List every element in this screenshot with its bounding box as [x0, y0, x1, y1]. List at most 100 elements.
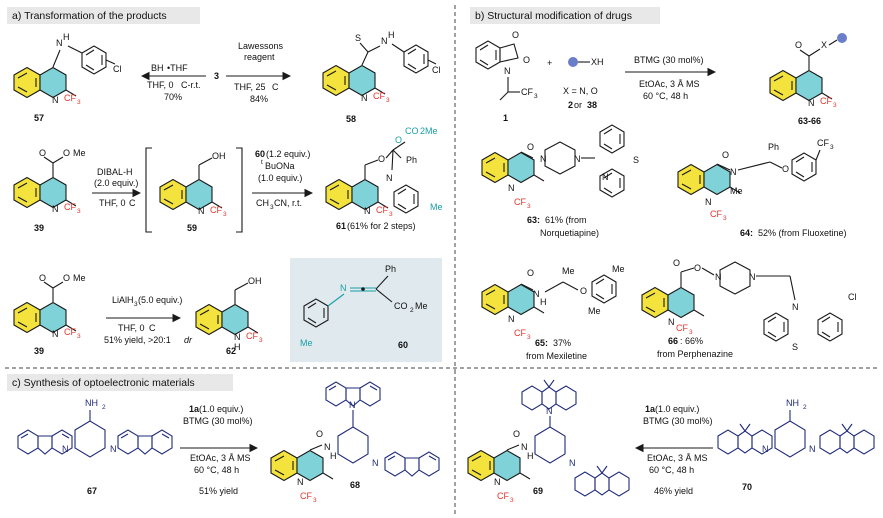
svg-text:S: S	[792, 342, 798, 352]
svg-text:Me: Me	[612, 264, 625, 274]
svg-text:BTMG (30 mol%): BTMG (30 mol%)	[183, 416, 253, 426]
svg-text:from Mexiletine: from Mexiletine	[526, 351, 587, 361]
svg-text:CF: CF	[64, 93, 76, 103]
svg-text:N: N	[198, 206, 205, 216]
compound-57: N H Cl N CF 3 57	[13, 32, 122, 123]
svg-text:NH: NH	[786, 398, 799, 408]
svg-text:3: 3	[313, 497, 317, 504]
product-63-66: O X N CF 3 63-66	[769, 33, 847, 126]
svg-text:dr: dr	[184, 335, 193, 345]
svg-text:THF, 0: THF, 0	[118, 323, 145, 333]
svg-text:3: 3	[389, 211, 393, 218]
svg-text:CF: CF	[514, 328, 526, 338]
svg-text:: 66%: : 66%	[680, 336, 703, 346]
svg-text:BuONa: BuONa	[265, 161, 295, 171]
svg-text:OH: OH	[212, 151, 226, 161]
svg-text:Me: Me	[430, 202, 443, 212]
svg-text:N: N	[386, 173, 393, 183]
svg-text:O: O	[694, 263, 701, 273]
svg-text:2: 2	[803, 404, 807, 411]
svg-text:N: N	[730, 167, 737, 177]
svg-text:S: S	[355, 33, 361, 43]
svg-text:O: O	[63, 148, 70, 158]
svg-text:46% yield: 46% yield	[654, 486, 693, 496]
svg-text:CF: CF	[300, 491, 312, 501]
svg-text:N: N	[234, 332, 241, 342]
svg-text:CN, r.t.: CN, r.t.	[274, 198, 302, 208]
svg-text:or: or	[574, 100, 582, 110]
svg-text:65:: 65:	[535, 338, 548, 348]
svg-text:O: O	[523, 55, 530, 65]
svg-text:(5.0 equiv.): (5.0 equiv.)	[138, 295, 182, 305]
svg-text:(2.0 equiv.): (2.0 equiv.)	[94, 178, 138, 188]
svg-text:3: 3	[534, 93, 538, 100]
svg-text:59: 59	[187, 223, 197, 233]
compound-3-label: 3	[214, 71, 219, 81]
svg-text:C: C	[272, 82, 279, 92]
svg-text:1: 1	[503, 113, 508, 123]
svg-text:57: 57	[34, 113, 44, 123]
compound-1: O O N CF 3 1	[475, 30, 538, 123]
svg-text:Lawessons: Lawessons	[238, 41, 284, 51]
svg-text:39: 39	[34, 346, 44, 356]
svg-text:C: C	[149, 323, 156, 333]
svg-text:O: O	[316, 429, 323, 439]
svg-text:N: N	[521, 442, 528, 452]
svg-text:O: O	[527, 268, 534, 278]
svg-text:N: N	[809, 444, 816, 454]
svg-text:O: O	[580, 286, 587, 296]
panel-b-title-bg	[470, 7, 660, 24]
svg-text:Me: Me	[73, 273, 86, 283]
svg-text:reagent: reagent	[244, 52, 275, 62]
svg-text:CF: CF	[820, 96, 832, 106]
svg-text:N: N	[569, 458, 576, 468]
svg-text:60 °C, 48 h: 60 °C, 48 h	[194, 465, 239, 475]
svg-text:CF: CF	[64, 327, 76, 337]
svg-text:N: N	[792, 302, 799, 312]
svg-text:CF: CF	[710, 209, 722, 219]
svg-text:38: 38	[587, 100, 597, 110]
svg-text:60: 60	[255, 149, 265, 159]
compound-60-box: Me N Ph CO 2 Me 60	[290, 258, 442, 362]
svg-text:N: N	[749, 272, 756, 282]
svg-text:3: 3	[223, 211, 227, 218]
svg-text:Ph: Ph	[406, 155, 417, 165]
svg-text:N: N	[808, 98, 815, 108]
svg-text:60 °C, 48 h: 60 °C, 48 h	[643, 91, 688, 101]
svg-text:58: 58	[346, 114, 356, 124]
svg-text:60: 60	[398, 340, 408, 350]
svg-text:3: 3	[134, 301, 138, 308]
svg-text:3: 3	[723, 215, 727, 222]
svg-text:O: O	[527, 142, 534, 152]
svg-text:LiAlH: LiAlH	[112, 295, 134, 305]
svg-text:(1.0 equiv.): (1.0 equiv.)	[199, 404, 243, 414]
svg-text:Me: Me	[588, 306, 601, 316]
svg-text:61% (from: 61% (from	[545, 215, 587, 225]
svg-text:N: N	[574, 154, 581, 164]
compound-66: O O N N N S Cl N CF 3 66 : 66% from Perp…	[641, 258, 857, 359]
svg-text:N: N	[340, 283, 347, 293]
svg-text:C: C	[129, 198, 136, 208]
svg-text:70: 70	[742, 482, 752, 492]
svg-text:N: N	[715, 272, 722, 282]
svg-text:Me: Me	[300, 338, 313, 348]
svg-text:3: 3	[830, 144, 834, 151]
svg-text:3: 3	[527, 334, 531, 341]
compound-69: O N H N N N CF 3 69	[467, 379, 630, 504]
svg-text:64:: 64:	[740, 228, 753, 238]
svg-text:66: 66	[668, 336, 678, 346]
compound-65: O N H Me O Me Me N CF 3 65: 37% from Mex…	[481, 264, 625, 361]
svg-text:BH: BH	[151, 63, 164, 73]
compound-68: O N H N N N CF 3 68	[270, 381, 440, 504]
svg-text:THF, 25: THF, 25	[234, 82, 266, 92]
svg-text:3: 3	[386, 97, 390, 104]
svg-text:3: 3	[259, 337, 263, 344]
svg-text:O: O	[512, 30, 519, 40]
svg-text:(1.0 equiv.): (1.0 equiv.)	[258, 173, 302, 183]
generic-nucleophile-sphere	[568, 57, 578, 67]
svg-text:EtOAc, 3 Å MS: EtOAc, 3 Å MS	[639, 79, 700, 89]
svg-text:CF: CF	[376, 205, 388, 215]
svg-text:CO: CO	[394, 301, 408, 311]
